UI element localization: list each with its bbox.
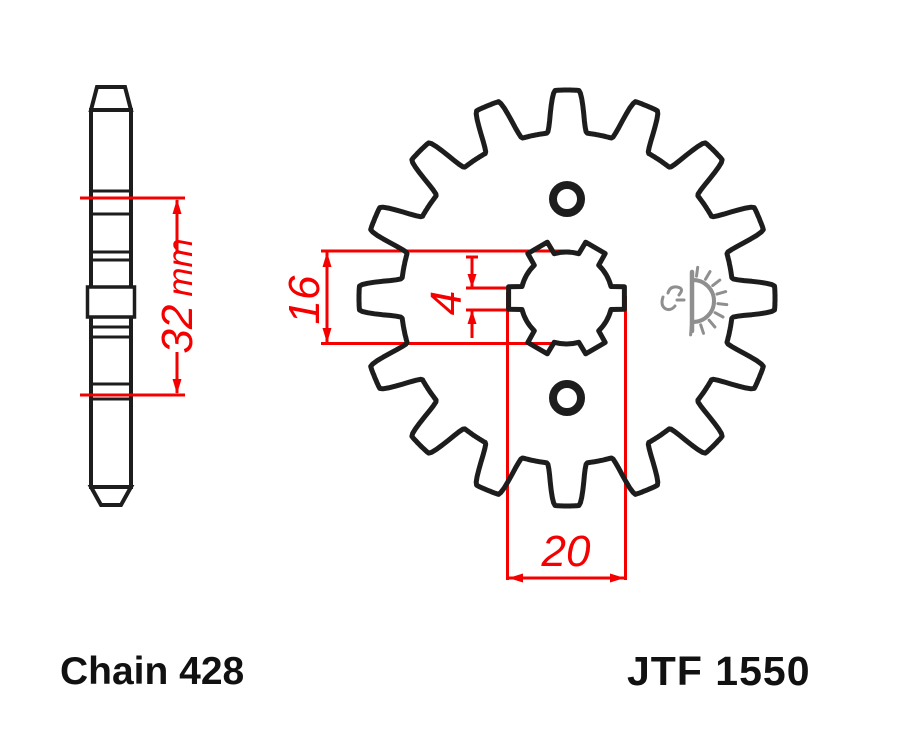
arrow-left-icon: [508, 573, 523, 583]
logo-ray: [711, 278, 722, 288]
logo-ray: [699, 323, 705, 335]
logo-ray: [713, 311, 725, 319]
side-view-bottom-cap: [87, 485, 135, 507]
dimension-label-16: 16: [280, 275, 329, 324]
spline-bore-outline: [506, 239, 627, 357]
logo-ray: [704, 270, 712, 281]
gear-body-fill: [359, 90, 775, 506]
arrow-right-icon: [610, 573, 625, 583]
logo-ray: [707, 318, 717, 329]
side-view-top-cap: [88, 85, 134, 112]
jt-rising-sun-logo-icon: [660, 265, 729, 337]
dimension-4: 4: [422, 255, 509, 338]
logo-sun-rays: [689, 265, 729, 337]
logo-ray: [716, 302, 729, 307]
arrow-down-icon: [172, 379, 182, 394]
dimension-label-4: 4: [422, 291, 471, 315]
dimension-label-32mm: 32mm: [153, 238, 202, 353]
dimension-20: 20: [506, 292, 627, 583]
bolt-hole-bottom: [549, 380, 585, 416]
bolt-hole-top: [549, 181, 585, 217]
arrow-up-icon: [322, 252, 332, 267]
dimension-label-20: 20: [541, 527, 591, 576]
logo-ray: [695, 265, 700, 278]
logo-ray: [715, 290, 728, 296]
gear-outline: [356, 87, 778, 509]
arrow-up-icon: [467, 310, 477, 324]
logo-sun-arc: [691, 278, 716, 324]
logo-ray: [689, 324, 693, 337]
arrow-down-icon: [322, 328, 332, 343]
sprocket-front-view: [356, 87, 778, 509]
arrow-up-icon: [172, 199, 182, 214]
arrow-down-icon: [467, 274, 477, 288]
side-view: [85, 85, 137, 507]
dimension-32mm: 32mm: [80, 196, 202, 397]
part-number-label: JTF 1550: [627, 648, 811, 694]
chain-standard-label: Chain 428: [60, 650, 245, 693]
logo-figure: [660, 285, 686, 312]
side-view-hub-flange: [85, 285, 137, 319]
